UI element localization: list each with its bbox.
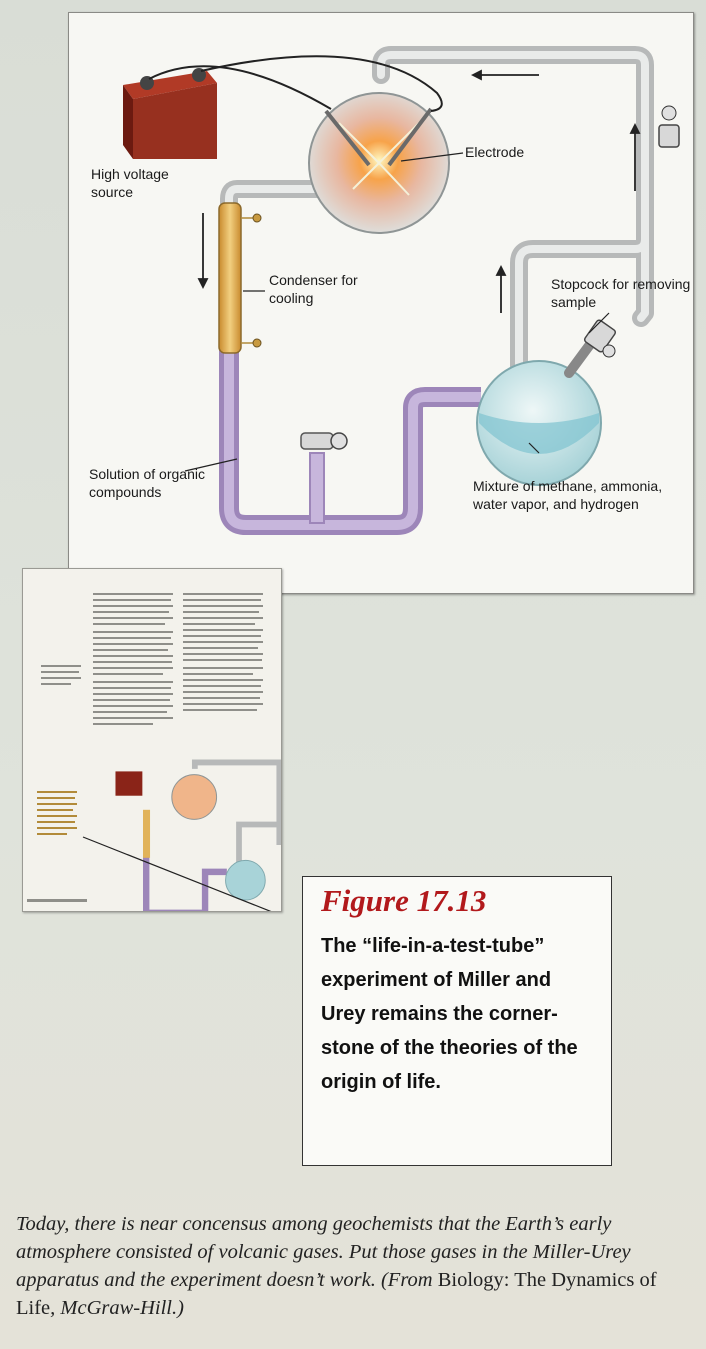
electrode-label: Electrode — [465, 144, 525, 160]
figure-number: Figure 17.13 — [321, 883, 487, 918]
stopcock-label: Stopcock for removing sample — [551, 276, 691, 310]
commentary-quote: Today, there is near concensus among geo… — [16, 1210, 700, 1322]
mixture-label: Mixture of methane, ammonia, water vapor… — [473, 478, 663, 512]
solution-label: Solution of organic compounds — [89, 466, 205, 500]
figure-caption-box: Figure 17.13 The “life-in-a-test-tube” e… — [302, 876, 612, 1166]
thumbnail-drawing — [27, 593, 281, 911]
high-voltage-label: High voltage source — [91, 166, 169, 200]
quote-source: , McGraw-Hill.) — [50, 1297, 184, 1319]
apparatus-drawing — [123, 46, 680, 535]
figure-caption-text: The “life-in-a-test-tube” experiment of … — [321, 935, 578, 1093]
book-title: Biology: The Dynamics of Life — [16, 1269, 657, 1319]
quote-text: Today, there is near concensus among geo… — [16, 1213, 631, 1291]
textbook-page-thumbnail — [22, 568, 282, 912]
miller-urey-diagram: High voltage source Electrode Condenser … — [68, 12, 694, 594]
condenser-label: Condenser for cooling — [269, 272, 358, 306]
